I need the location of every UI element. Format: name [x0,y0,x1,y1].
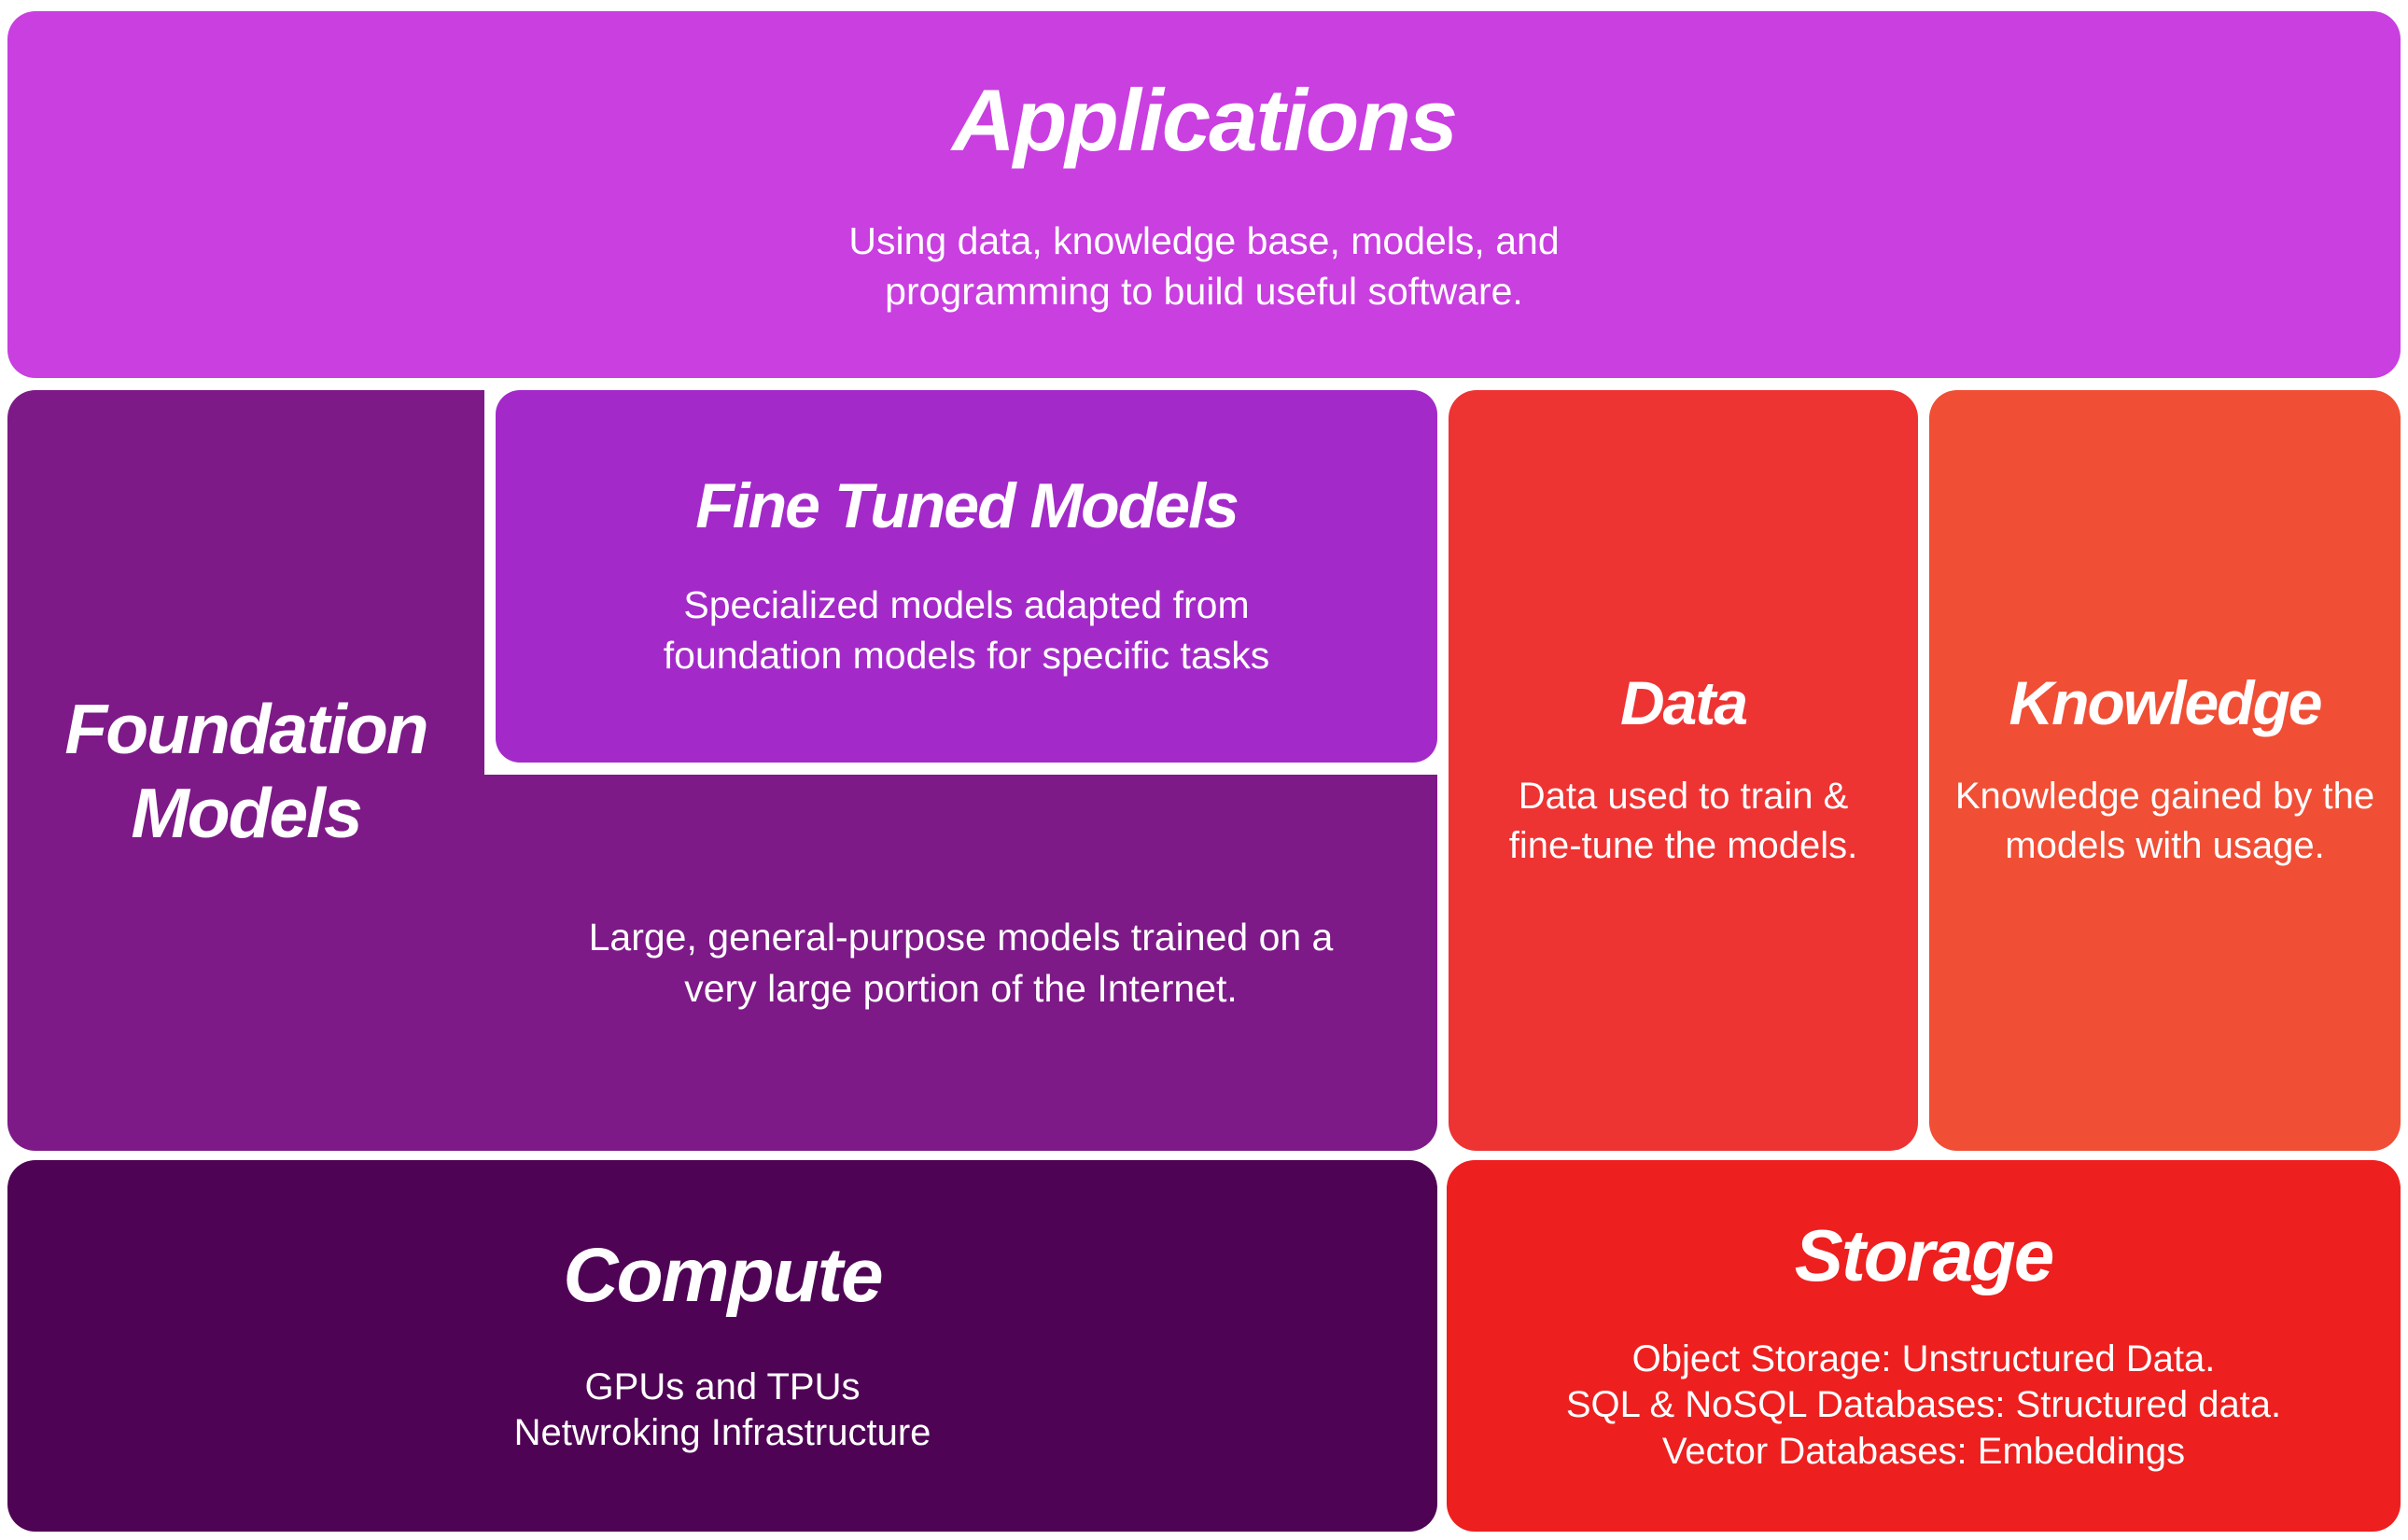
compute-title: Compute [563,1233,883,1319]
fine-tuned-models-description: Specialized models adapted from foundati… [664,580,1270,680]
knowledge-description: Knowledge gained by the models with usag… [1955,772,2374,871]
storage-desc-line: Object Storage: Unstructured Data. [1631,1337,2216,1379]
fine-tuned-models-notch: Fine Tuned Models Specialized models ada… [484,390,1437,775]
data-description: Data used to train & fine-tune the model… [1509,772,1858,871]
applications-block: Applications Using data, knowledge base,… [7,11,2401,378]
storage-desc-line: SQL & NoSQL Databases: Structured data. [1565,1384,2282,1426]
storage-title: Storage [1794,1214,2054,1297]
storage-desc-line: Vector Databases: Embeddings [1661,1430,2186,1472]
foundation-models-title-zone: Foundation Models [7,390,484,1151]
applications-desc-line: programming to build useful software. [885,270,1523,314]
knowledge-desc-line: Knowledge gained by the [1954,776,2375,818]
applications-description: Using data, knowledge base, models, and … [848,216,1559,316]
knowledge-desc-line: models with usage. [2005,825,2325,867]
foundation-desc-line: very large portion of the Internet. [684,966,1238,1010]
storage-description: Object Storage: Unstructured Data. SQL &… [1566,1337,2281,1476]
knowledge-block: Knowledge Knowledge gained by the models… [1929,390,2401,1151]
fine-tuned-desc-line: Specialized models adapted from [683,583,1250,627]
data-desc-line: Data used to train & [1518,776,1849,818]
foundation-models-block: Foundation Models Large, general-purpose… [7,390,1437,1151]
storage-block: Storage Object Storage: Unstructured Dat… [1447,1160,2401,1532]
foundation-models-title: Foundation Models [64,689,428,852]
foundation-models-description: Large, general-purpose models trained on… [589,912,1334,1013]
foundation-desc-line: Large, general-purpose models trained on… [588,916,1334,959]
data-desc-line: fine-tune the models. [1508,825,1858,867]
fine-tuned-models-block: Fine Tuned Models Specialized models ada… [496,390,1437,763]
fine-tuned-desc-line: foundation models for specific tasks [663,634,1270,678]
compute-block: Compute GPUs and TPUs Netwroking Infrast… [7,1160,1437,1532]
compute-desc-line: Netwroking Infrastructure [513,1412,931,1454]
compute-description: GPUs and TPUs Netwroking Infrastructure [514,1365,931,1457]
data-title: Data [1619,668,1748,738]
fine-tuned-models-title: Fine Tuned Models [695,469,1239,541]
data-block: Data Data used to train & fine-tune the … [1449,390,1918,1151]
foundation-models-desc-zone: Large, general-purpose models trained on… [484,775,1437,1151]
applications-desc-line: Using data, knowledge base, models, and [848,219,1560,263]
knowledge-title: Knowledge [2009,668,2322,738]
compute-desc-line: GPUs and TPUs [584,1365,861,1407]
applications-title: Applications [951,70,1458,169]
